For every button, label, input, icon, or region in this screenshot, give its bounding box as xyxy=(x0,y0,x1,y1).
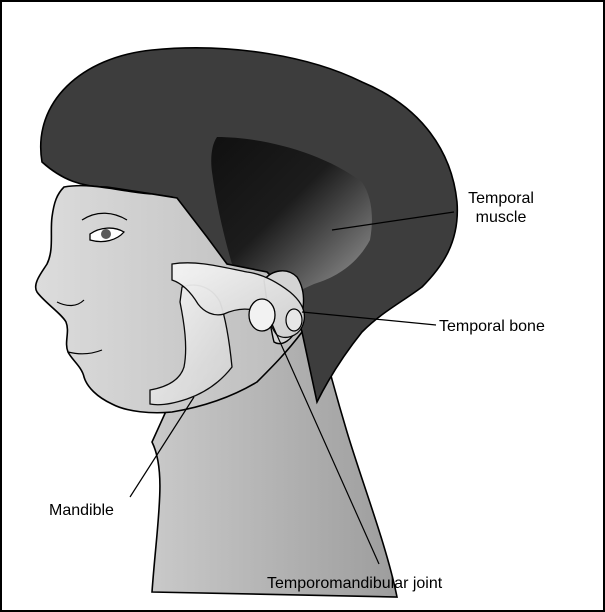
iris-shape xyxy=(101,229,111,239)
temporal-muscle-label: Temporal muscle xyxy=(456,189,546,227)
temporal-muscle-label-line1: Temporal xyxy=(456,189,546,208)
tmj-label: Temporomandibular joint xyxy=(267,574,442,593)
temporal-muscle-label-line2: muscle xyxy=(456,208,546,227)
tmj-condyle-shape xyxy=(249,299,275,331)
mastoid-shape xyxy=(286,309,302,331)
mandible-label: Mandible xyxy=(49,501,114,520)
temporal-bone-label: Temporal bone xyxy=(439,317,545,336)
